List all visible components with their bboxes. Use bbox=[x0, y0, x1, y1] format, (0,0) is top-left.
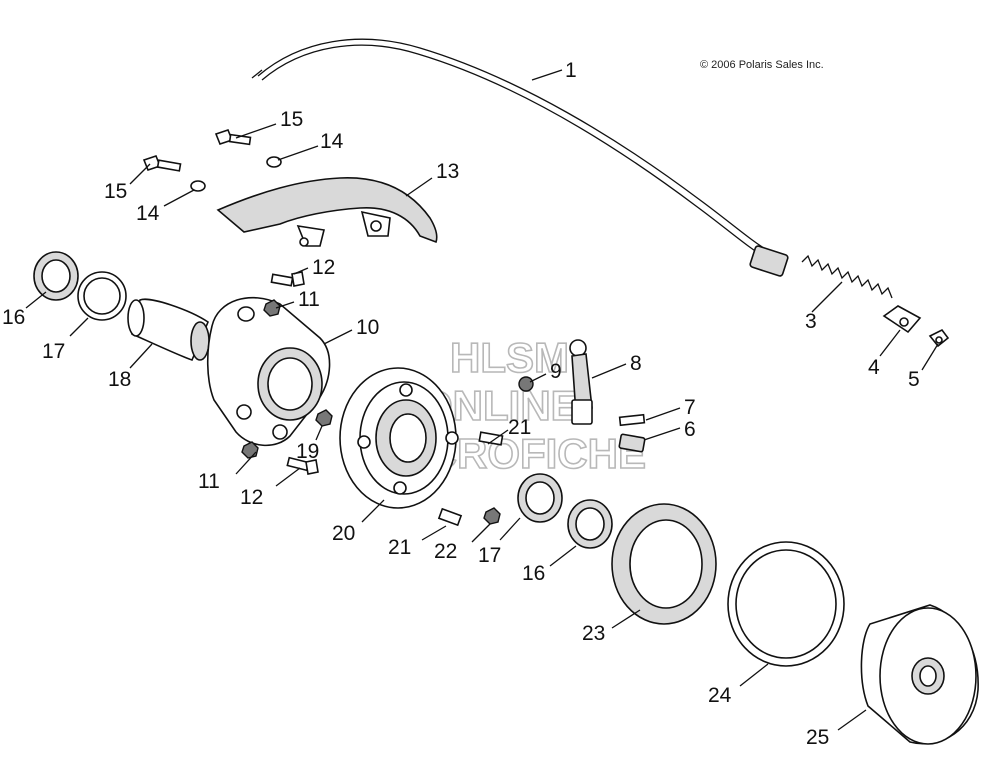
callout-25: 25 bbox=[806, 726, 829, 749]
callout-3: 3 bbox=[805, 310, 817, 333]
callout-19: 19 bbox=[296, 440, 319, 463]
callout-20: 20 bbox=[332, 522, 355, 545]
part-6-adjuster bbox=[618, 433, 646, 453]
part-20-backing-plate bbox=[339, 367, 459, 509]
callout-12-lower: 12 bbox=[240, 486, 263, 509]
part-23-brake-shoe bbox=[611, 503, 717, 625]
callout-4: 4 bbox=[868, 356, 880, 379]
callout-5: 5 bbox=[908, 368, 920, 391]
callout-21-upper: 21 bbox=[508, 416, 531, 439]
part-10-housing bbox=[206, 296, 331, 447]
callout-6: 6 bbox=[684, 418, 696, 441]
callout-10: 10 bbox=[356, 316, 379, 339]
part-4-pin-block bbox=[882, 305, 922, 334]
part-9-spring bbox=[518, 376, 534, 392]
callout-24: 24 bbox=[708, 684, 732, 707]
callout-labels: 1 3 4 5 6 7 8 9 10 11 11 12 12 13 14 14 … bbox=[2, 59, 920, 749]
part-15-bolt-lower bbox=[142, 155, 182, 172]
callout-23: 23 bbox=[582, 622, 605, 645]
part-3-spring bbox=[801, 254, 893, 299]
part-21-bolt-lower bbox=[437, 507, 463, 527]
callout-14-upper: 14 bbox=[320, 130, 344, 153]
callout-7: 7 bbox=[684, 396, 696, 419]
callout-8: 8 bbox=[630, 352, 642, 375]
callout-14-lower: 14 bbox=[136, 202, 160, 225]
part-17-ring-right bbox=[517, 473, 563, 523]
callout-12-upper: 12 bbox=[312, 256, 335, 279]
part-12-bolt-lower bbox=[286, 456, 319, 475]
part-14-washer-lower bbox=[190, 180, 206, 192]
part-12-bolt-upper bbox=[270, 271, 305, 287]
callout-9: 9 bbox=[550, 360, 562, 383]
part-15-bolt-upper bbox=[214, 129, 252, 146]
part-11-nut-upper bbox=[263, 299, 281, 317]
callout-22: 22 bbox=[434, 540, 457, 563]
part-8-lever bbox=[569, 339, 593, 425]
callout-11-upper: 11 bbox=[298, 288, 320, 311]
watermark-line-1: HLSM bbox=[450, 334, 569, 381]
leader-lines bbox=[25, 69, 939, 731]
callout-16-left: 16 bbox=[2, 306, 25, 329]
part-18-sleeve bbox=[127, 298, 210, 361]
part-7-screw bbox=[618, 413, 646, 427]
callout-11-lower: 11 bbox=[198, 470, 220, 493]
callout-15-lower: 15 bbox=[104, 180, 127, 203]
callout-1: 1 bbox=[565, 59, 577, 82]
part-17-ring-left bbox=[77, 271, 127, 321]
part-22-nut bbox=[483, 507, 501, 525]
callout-17-left: 17 bbox=[42, 340, 65, 363]
part-19-nut bbox=[315, 409, 333, 427]
part-13-guard bbox=[216, 177, 438, 247]
part-5-wing-nut bbox=[928, 328, 950, 348]
copyright-text: © 2006 Polaris Sales Inc. bbox=[700, 59, 824, 71]
callout-15-upper: 15 bbox=[280, 108, 303, 131]
callout-16-right: 16 bbox=[522, 562, 545, 585]
part-24-drum-ring bbox=[727, 541, 845, 667]
callout-21-lower: 21 bbox=[388, 536, 411, 559]
callout-13: 13 bbox=[436, 160, 459, 183]
callout-18: 18 bbox=[108, 368, 131, 391]
part-1-brake-cable bbox=[251, 38, 789, 277]
part-16-seal-right bbox=[567, 499, 613, 549]
part-16-seal-left bbox=[33, 251, 79, 301]
part-25-drum bbox=[860, 604, 979, 745]
part-14-washer-upper bbox=[266, 156, 282, 168]
callout-17-right: 17 bbox=[478, 544, 501, 567]
